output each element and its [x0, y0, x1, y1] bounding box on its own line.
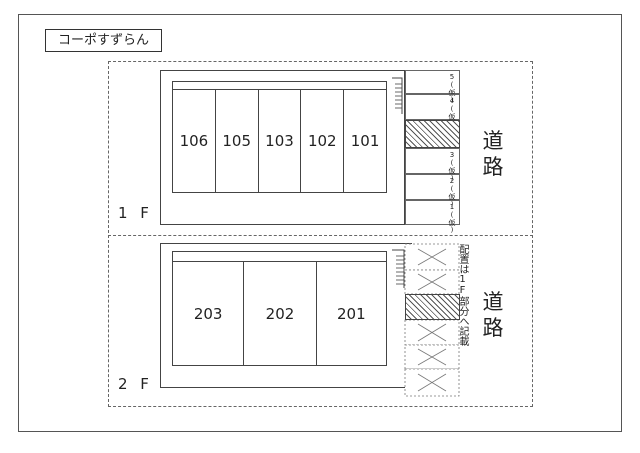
road-label-1f: 道路	[482, 129, 504, 179]
parking-space-1: 1(仮)	[405, 200, 460, 234]
units-2f: 203 202 201	[172, 261, 387, 366]
parking-space-3: 3(仮)	[405, 148, 460, 182]
site-boundary	[108, 61, 533, 407]
floor-label-2f: 2 F	[118, 375, 153, 393]
unit-103: 103	[259, 90, 302, 192]
parking-area-2f	[404, 243, 460, 397]
stairs-2f-icon	[392, 249, 405, 288]
building-name: コーポすずらん	[45, 29, 166, 56]
unit-203: 203	[173, 262, 245, 365]
floor-divider	[108, 235, 533, 236]
parking-space-5: 5(仮)	[405, 70, 460, 104]
stairs-1f-icon	[392, 77, 403, 114]
unit-106: 106	[173, 90, 216, 192]
unit-102: 102	[301, 90, 345, 192]
parking-note-2f: 配置は1F部分へ記載	[457, 244, 468, 346]
hatched-area-1f	[405, 120, 460, 148]
parking-label-4: 4(仮)	[448, 97, 456, 128]
unit-202: 202	[244, 262, 317, 365]
parking-label-2: 2(仮)	[448, 177, 456, 208]
parking-space-4: 4(仮)	[405, 94, 460, 128]
floor-label-1f: 1 F	[118, 204, 153, 222]
parking-space-2: 2(仮)	[405, 174, 460, 208]
parking-label-1: 1(仮)	[448, 203, 456, 234]
road-label-2f: 道路	[482, 290, 504, 340]
building-1f-outline	[160, 70, 405, 225]
unit-101: 101	[350, 132, 380, 150]
unit-201: 201	[337, 304, 366, 323]
corridor-2f	[172, 251, 387, 261]
outer-frame	[18, 14, 622, 432]
parking-label-5: 5(仮)	[448, 73, 456, 104]
unit-105: 105	[216, 90, 259, 192]
units-1f: 106 105 103 102 101	[172, 89, 387, 193]
building-2f-outline	[160, 243, 412, 388]
corridor-1f	[172, 81, 387, 89]
hatched-area-2f	[405, 294, 460, 320]
parking-label-3: 3(仮)	[448, 151, 456, 182]
